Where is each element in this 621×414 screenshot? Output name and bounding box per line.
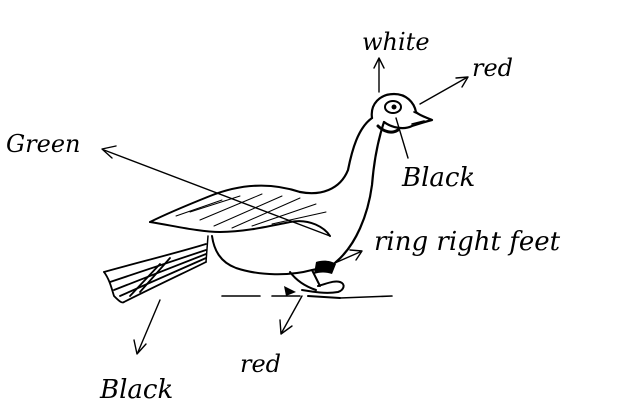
foot-ring	[314, 261, 336, 274]
bird-tail	[104, 244, 206, 303]
arrow-black-tail	[138, 300, 160, 352]
ground-line	[222, 296, 392, 298]
label-white: white	[362, 28, 430, 56]
bird-feet	[302, 281, 344, 298]
bird-neck-back	[300, 118, 372, 193]
label-green: Green	[6, 130, 81, 158]
bird-wing	[150, 221, 330, 236]
arrow-black-eye	[396, 118, 408, 158]
label-red-feet: red	[240, 350, 281, 378]
arrow-green	[104, 150, 330, 236]
bird-drawing	[104, 94, 432, 303]
foot-mark	[284, 286, 296, 296]
bird-beak	[412, 112, 432, 124]
wing-hatching	[176, 194, 326, 228]
label-ring-right-feet: ring right feet	[374, 227, 561, 257]
bird-pupil	[392, 105, 397, 110]
label-black-eye: Black	[401, 163, 475, 193]
label-red-beak: red	[472, 54, 513, 82]
bird-head	[372, 94, 432, 128]
arrow-red-beak	[420, 78, 466, 104]
label-black-tail: Black	[99, 375, 173, 405]
